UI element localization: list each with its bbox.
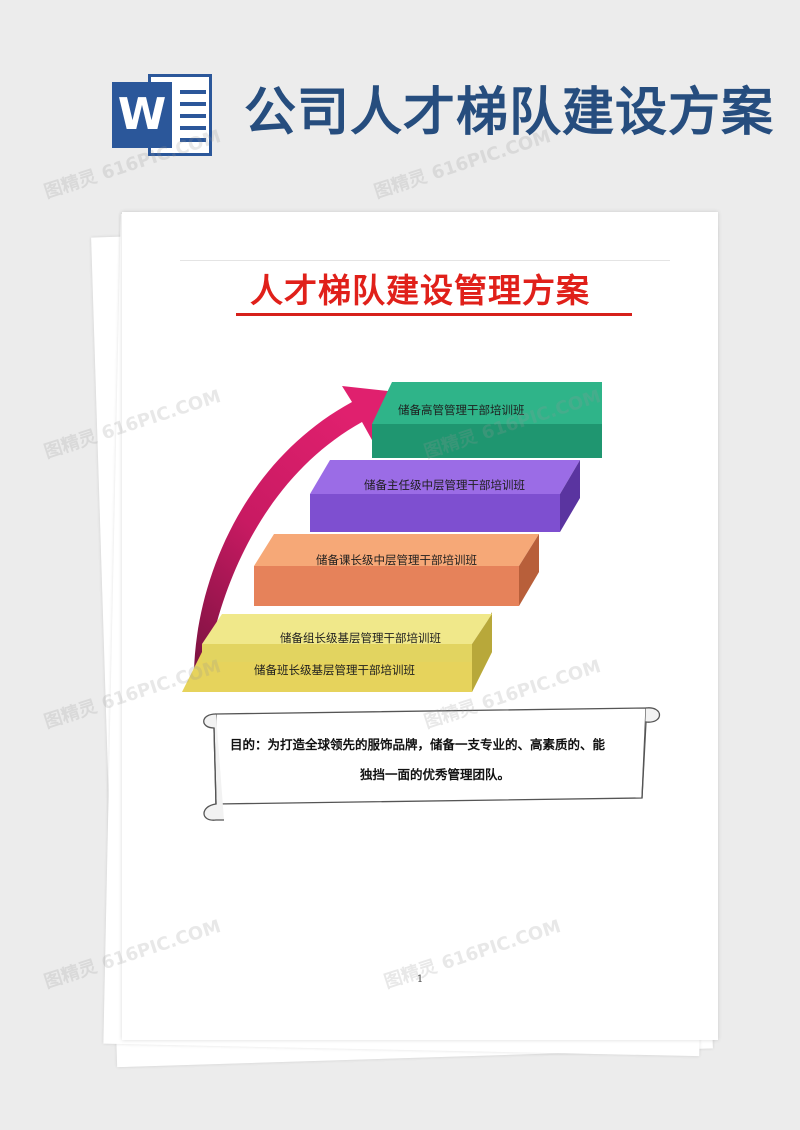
purpose-line-2: 独挡一面的优秀管理团队。 bbox=[359, 767, 510, 782]
word-icon-line bbox=[180, 102, 206, 106]
page-number: 1 bbox=[416, 974, 424, 985]
word-icon-letter: W bbox=[112, 82, 172, 148]
talent-ladder-diagram bbox=[182, 382, 602, 692]
purpose-line-1: 目的：为打造全球领先的服饰品牌，储备一支专业的、高素质的、能 bbox=[230, 737, 606, 752]
header-rule bbox=[180, 260, 670, 261]
document-title: 人才梯队建设管理方案 bbox=[250, 271, 590, 310]
step-2-label: 储备主任级中层管理干部培训班 bbox=[364, 478, 525, 492]
purpose-text: 目的：为打造全球领先的服饰品牌，储备一支专业的、高素质的、能 独挡一面的优秀管理… bbox=[230, 730, 640, 790]
word-icon-line bbox=[180, 90, 206, 94]
step-2-block bbox=[310, 460, 580, 532]
header-title: 公司人才梯队建设方案 bbox=[244, 82, 775, 143]
scroll-banner bbox=[203, 707, 661, 821]
word-icon-line bbox=[180, 114, 206, 118]
step-5-label: 储备班长级基层管理干部培训班 bbox=[254, 663, 415, 677]
word-icon-line bbox=[180, 126, 206, 130]
header: W 公司人才梯队建设方案 bbox=[0, 0, 800, 200]
step-1-block bbox=[372, 382, 602, 458]
document-page: 人才梯队建设管理方案 bbox=[122, 212, 718, 1040]
step-4-label: 储备组长级基层管理干部培训班 bbox=[280, 631, 441, 645]
step-3-label: 储备课长级中层管理干部培训班 bbox=[316, 553, 477, 567]
step-4-block bbox=[202, 614, 492, 662]
step-1-label: 储备高管管理干部培训班 bbox=[398, 403, 525, 417]
word-icon: W bbox=[112, 74, 218, 156]
step-3-block bbox=[254, 534, 539, 606]
title-underline bbox=[236, 313, 632, 316]
word-icon-line bbox=[180, 138, 206, 142]
